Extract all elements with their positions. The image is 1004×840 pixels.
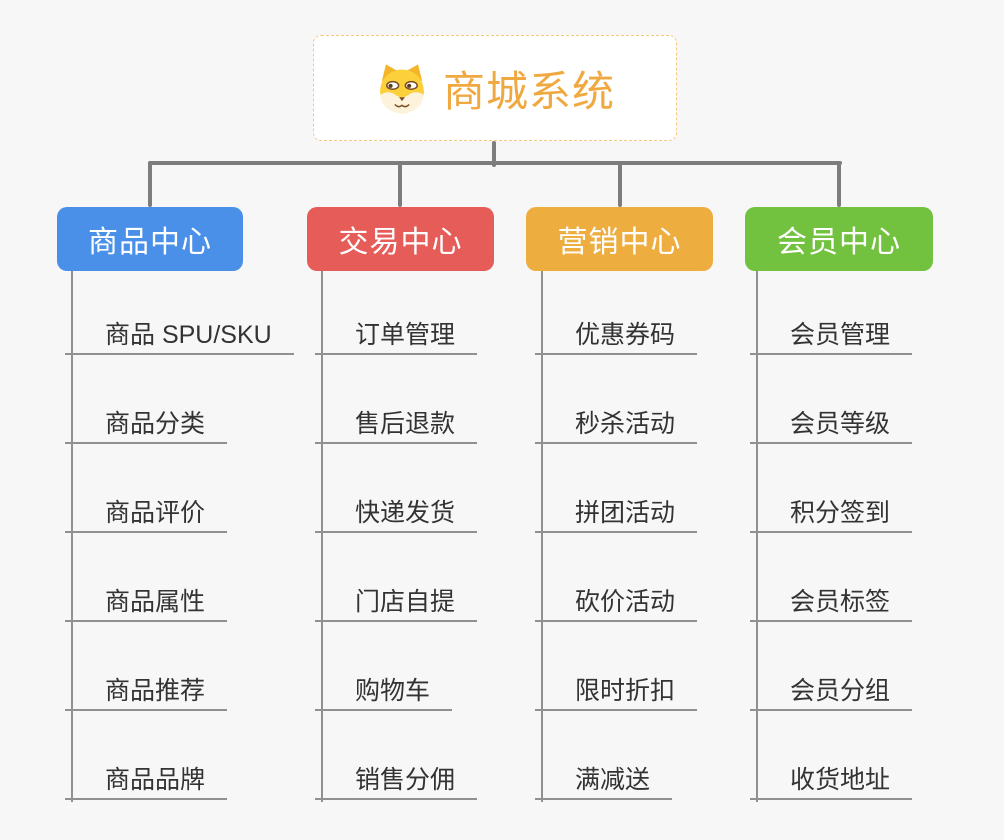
- branch-trunk-product: [71, 271, 73, 802]
- branch-trunk-marketing: [541, 271, 543, 802]
- connector-root-stem: [492, 141, 496, 167]
- subtopic-node[interactable]: 商品 SPU/SKU: [65, 318, 294, 355]
- connector-drop-2: [398, 161, 402, 207]
- subtopic-node[interactable]: 购物车: [315, 674, 453, 711]
- branch-node-product[interactable]: 商品中心: [57, 207, 243, 271]
- branch-trunk-member: [756, 271, 758, 802]
- subtopic-node[interactable]: 商品品牌: [65, 763, 228, 800]
- subtopic-node[interactable]: 拼团活动: [535, 496, 698, 533]
- connector-drop-3: [618, 161, 622, 207]
- subtopic-node[interactable]: 优惠券码: [535, 318, 698, 355]
- subtopic-node[interactable]: 会员管理: [750, 318, 913, 355]
- root-node[interactable]: 商城系统: [313, 35, 677, 141]
- subtopic-node[interactable]: 会员标签: [750, 585, 913, 622]
- branch-node-member[interactable]: 会员中心: [745, 207, 933, 271]
- branch-trunk-trade: [321, 271, 323, 802]
- connector-drop-4: [837, 161, 841, 207]
- subtopic-node[interactable]: 会员分组: [750, 674, 913, 711]
- subtopic-node[interactable]: 限时折扣: [535, 674, 698, 711]
- subtopic-node[interactable]: 收货地址: [750, 763, 913, 800]
- subtopic-node[interactable]: 商品评价: [65, 496, 228, 533]
- subtopic-node[interactable]: 砍价活动: [535, 585, 698, 622]
- branch-node-trade[interactable]: 交易中心: [307, 207, 494, 271]
- subtopic-node[interactable]: 快递发货: [315, 496, 478, 533]
- subtopic-node[interactable]: 会员等级: [750, 407, 913, 444]
- subtopic-node[interactable]: 订单管理: [315, 318, 478, 355]
- branch-node-marketing[interactable]: 营销中心: [526, 207, 713, 271]
- subtopic-node[interactable]: 商品属性: [65, 585, 228, 622]
- dog-face-icon: [380, 64, 424, 114]
- connector-bus: [148, 161, 842, 165]
- subtopic-node[interactable]: 秒杀活动: [535, 407, 698, 444]
- connector-drop-1: [148, 161, 152, 207]
- subtopic-node[interactable]: 商品推荐: [65, 674, 228, 711]
- subtopic-node[interactable]: 门店自提: [315, 585, 478, 622]
- subtopic-node[interactable]: 商品分类: [65, 407, 228, 444]
- subtopic-node[interactable]: 售后退款: [315, 407, 478, 444]
- subtopic-node[interactable]: 满减送: [535, 763, 673, 800]
- subtopic-node[interactable]: 销售分佣: [315, 763, 478, 800]
- subtopic-node[interactable]: 积分签到: [750, 496, 913, 533]
- root-title: 商城系统: [442, 67, 615, 115]
